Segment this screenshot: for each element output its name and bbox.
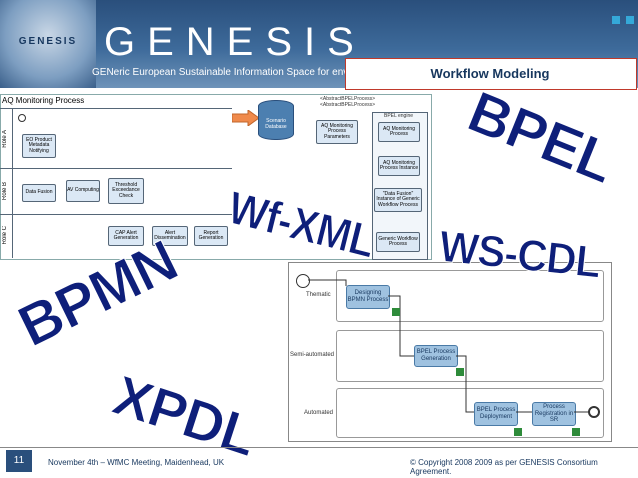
person-icon: [572, 428, 580, 436]
lane-semi-automated: [336, 330, 604, 382]
lane-label: Semi-automated: [290, 352, 335, 358]
accent-square-icon: [626, 16, 634, 24]
start-event-icon: [296, 274, 310, 288]
topic-box: [345, 58, 637, 90]
lane-divider: [0, 108, 232, 109]
person-icon: [456, 368, 464, 376]
lane-divider: [0, 214, 232, 215]
bpel-word: BPEL: [459, 78, 624, 196]
process-box: Alert Dissemination: [152, 226, 188, 246]
diagram-title: AQ Monitoring Process: [2, 96, 85, 105]
lane-role-a: Role A: [2, 130, 8, 148]
lane-role-c: Role C: [2, 226, 8, 245]
abstract-label: <AbstractBPELProcess>: [320, 96, 376, 102]
logo-text: GENESIS: [18, 36, 78, 47]
process-box: Data Fusion: [22, 184, 56, 202]
tagline: GENeric European Sustainable Information…: [92, 67, 388, 78]
lane-automated: [336, 388, 604, 438]
brand-title: GENESIS: [104, 20, 366, 64]
lane-role-b: Role B: [2, 182, 8, 201]
start-event-icon: [18, 114, 26, 122]
flow-connectors: [308, 279, 600, 418]
genesis-logo: [0, 0, 96, 88]
lane-header-divider: [12, 108, 13, 258]
footer-event: November 4th – WfMC Meeting, Maidenhead,…: [48, 458, 225, 467]
person-icon: [392, 308, 400, 316]
lane-thematic: [336, 270, 604, 322]
process-box: AQ Monitoring Process: [378, 122, 420, 142]
footer-divider: [0, 447, 638, 448]
lane-label: Thematic: [306, 292, 331, 298]
process-box: Designing BPMN Process: [346, 285, 390, 309]
process-box: Report Generation: [194, 226, 228, 246]
footer-copyright: © Copyright 2008 2009 as per GENESIS Con…: [410, 458, 598, 476]
process-box: Generic Workflow Process: [376, 232, 420, 252]
process-box: CAP Alert Generation: [108, 226, 144, 246]
accent-square-icon: [612, 16, 620, 24]
process-box: Process Registration in SR: [532, 402, 576, 426]
slide-topic: Workflow Modeling: [430, 66, 550, 81]
arrow-icon: [232, 110, 260, 126]
database-icon: [258, 100, 294, 140]
engine-label: BPEL engine: [384, 113, 414, 119]
xpdl-word: XPDL: [106, 362, 265, 468]
person-icon: [514, 428, 522, 436]
process-box: BPEL Process Deployment: [474, 402, 518, 426]
process-box: AQ Monitoring Process Parameters: [316, 120, 358, 144]
process-box: AQ Monitoring Process Instance: [378, 156, 420, 176]
process-box: "Data Fusion" Instance of Generic Workfl…: [374, 188, 422, 212]
lane-divider: [0, 168, 232, 169]
database-label: Scenario Database: [265, 118, 287, 130]
page-number: 11: [6, 450, 32, 472]
process-box: EO Product Metadata Notifying: [22, 134, 56, 158]
process-box: Threshold Exceedance Check: [108, 178, 144, 204]
abstract-label: <AbstractBPELProcess>: [320, 102, 376, 108]
lane-label: Automated: [304, 410, 334, 416]
process-box: AV Computing: [66, 180, 100, 202]
